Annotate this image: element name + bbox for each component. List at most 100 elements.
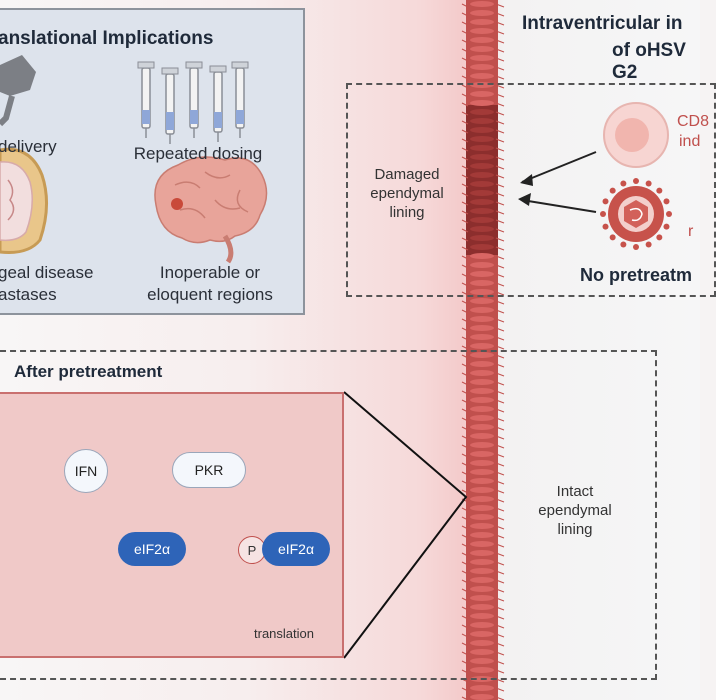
cilium: [495, 57, 505, 62]
cd8-cell-icon: [603, 102, 669, 168]
cilium: [495, 228, 505, 233]
ependymal-cell: [470, 505, 494, 511]
virus-spike: [645, 241, 652, 248]
ependymal-cell: [470, 667, 494, 673]
virus-spike: [645, 180, 652, 187]
cilium: [495, 282, 505, 287]
cilium: [461, 633, 469, 638]
inoperable-label: Inoperable or eloquent regions: [147, 263, 273, 304]
after-pretreatment-region: [0, 350, 657, 680]
cilium: [461, 408, 469, 413]
cilium: [461, 201, 469, 206]
ependymal-cell: [470, 55, 494, 61]
no-pretreatment-title: No pretreatm: [580, 265, 693, 285]
ependymal-cell: [470, 118, 494, 124]
cilium: [495, 579, 505, 584]
ifn-node: IFN: [64, 449, 108, 493]
ependymal-cell: [470, 514, 494, 520]
cilium: [461, 57, 469, 62]
cilium: [461, 606, 469, 611]
ependymal-cell: [470, 109, 494, 115]
ependymal-cell: [470, 352, 494, 358]
cilium: [461, 147, 469, 152]
ependymal-cell: [470, 397, 494, 403]
ependymal-cell: [470, 415, 494, 421]
implications-title: anslational Implications: [0, 28, 214, 49]
ependymal-cell: [470, 163, 494, 169]
brain-icon: [154, 156, 268, 264]
ependymal-cell: [470, 91, 494, 97]
cilium: [495, 561, 505, 566]
ependymal-cell: [470, 244, 494, 250]
ependymal-cell: [470, 136, 494, 142]
cilium: [495, 633, 505, 638]
cilium: [461, 210, 469, 215]
cilium: [461, 183, 469, 188]
ependymal-cell: [470, 271, 494, 277]
cilium: [461, 111, 469, 116]
cilium: [495, 264, 505, 269]
ependymal-cell: [470, 226, 494, 232]
virus-spike: [602, 198, 609, 205]
ependymal-cell: [470, 424, 494, 430]
cilium: [461, 507, 469, 512]
cilium: [495, 165, 505, 170]
cilium: [461, 318, 469, 323]
cilium: [495, 39, 505, 44]
cilium: [495, 291, 505, 296]
ependymal-cell: [470, 46, 494, 52]
cilium: [495, 156, 505, 161]
cilium: [461, 363, 469, 368]
ependymal-cell: [470, 208, 494, 214]
ependymal-cell: [470, 181, 494, 187]
cilium: [461, 624, 469, 629]
cilium: [461, 246, 469, 251]
cilium: [461, 3, 469, 8]
cilium: [461, 543, 469, 548]
virus-spike: [633, 178, 639, 184]
cilium: [495, 651, 505, 656]
right-title-line2: of oHSV G2: [612, 40, 686, 83]
ependymal-cell: [470, 316, 494, 322]
ependymal-cell: [470, 73, 494, 79]
cilium: [461, 588, 469, 593]
cilium: [461, 291, 469, 296]
cilium: [495, 246, 505, 251]
virus-spike: [633, 244, 639, 250]
ependymal-cell: [470, 406, 494, 412]
ependymal-cell: [470, 28, 494, 34]
cilium: [495, 642, 505, 647]
cilium: [461, 471, 469, 476]
cilium: [461, 462, 469, 467]
ependymal-cell: [470, 658, 494, 664]
ependymal-cell: [470, 325, 494, 331]
cilium: [461, 237, 469, 242]
cilium: [495, 615, 505, 620]
cilium: [461, 255, 469, 260]
cilium: [461, 381, 469, 386]
ependymal-cell: [470, 64, 494, 70]
virus-spike: [656, 234, 663, 241]
cilium: [495, 372, 505, 377]
cilium: [461, 615, 469, 620]
cilium: [495, 399, 505, 404]
cilium: [461, 129, 469, 134]
ependymal-cell: [470, 100, 494, 106]
ependymal-cell: [470, 145, 494, 151]
cilium: [461, 480, 469, 485]
cilium: [461, 570, 469, 575]
cilium: [495, 381, 505, 386]
ependymal-cell: [470, 127, 494, 133]
ependymal-cell: [470, 541, 494, 547]
cilium: [495, 489, 505, 494]
cilium: [495, 3, 505, 8]
ependymal-cell: [470, 280, 494, 286]
translation-label: translation: [254, 626, 314, 641]
virus-spike: [620, 241, 627, 248]
cilium: [461, 453, 469, 458]
cilium: [461, 120, 469, 125]
ependymal-cells: [461, 1, 505, 700]
cilium: [495, 435, 505, 440]
dosing-label: Repeated dosing: [133, 144, 263, 163]
intact-lining-label: Intact ependymal lining: [538, 483, 612, 538]
